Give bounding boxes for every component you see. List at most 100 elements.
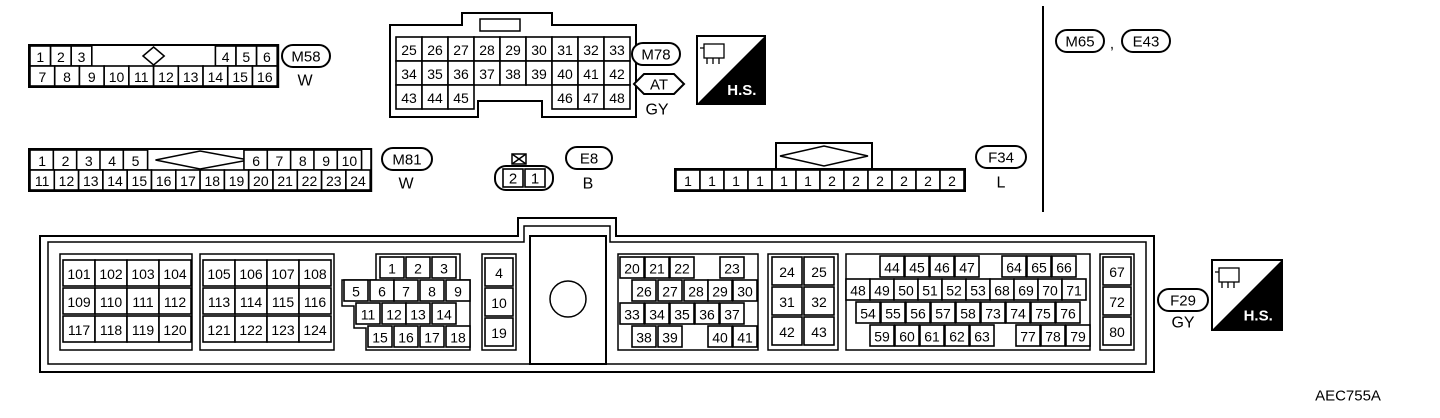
figure-code: AEC755A [1315, 388, 1381, 405]
ecm-pin-80-box [1102, 316, 1132, 346]
ecm-pin-108: 108 [303, 266, 327, 282]
ecm-pin-74: 74 [1010, 306, 1026, 322]
ecm-pin-65: 65 [1031, 260, 1047, 276]
m78-pin-43: 43 [401, 90, 417, 106]
f34-pin-12-box [939, 169, 965, 191]
m58-pin-12: 12 [158, 69, 174, 85]
ecm-pin-43-box [803, 316, 835, 346]
ecm-pin-56: 56 [910, 306, 926, 322]
m58-pin-16-box [251, 65, 278, 87]
m78-pin-42-box [603, 60, 631, 86]
ecm-pin-50: 50 [898, 283, 914, 299]
m58-pin-5: 5 [242, 49, 250, 65]
ecm-pin-105: 105 [207, 266, 231, 282]
ecm-pin-24-box [771, 256, 803, 286]
m78-pin-40: 40 [557, 66, 573, 82]
m81-pin-10: 10 [342, 153, 358, 169]
ecm-pin-118: 118 [100, 322, 123, 338]
ecm-pin-54: 54 [860, 306, 876, 322]
m78-pin-28: 28 [479, 42, 495, 58]
ecm-block-e [617, 253, 759, 351]
ecm-pin-72-box [1102, 286, 1132, 316]
ecm-pin-8-box [419, 279, 445, 302]
ecm-pin-46: 46 [934, 260, 950, 276]
m81-pin-14: 14 [107, 173, 123, 189]
ecm-pin-75: 75 [1035, 306, 1051, 322]
m78-latch [479, 18, 521, 32]
ecm-pin-22-box [669, 256, 695, 279]
ecm-pin-124: 124 [303, 322, 327, 338]
m58-pin-11: 11 [134, 69, 149, 85]
m78-pin-43-box [395, 84, 423, 110]
e8-pin-2-box [502, 168, 524, 188]
ecm-pin-19-box [484, 317, 514, 347]
ecm-pin-72: 72 [1109, 294, 1125, 310]
ecm-pin-109: 109 [67, 294, 91, 310]
ecm-pin-31: 31 [779, 294, 795, 310]
m78-pin-26: 26 [427, 42, 443, 58]
m78-pin-44: 44 [427, 90, 443, 106]
ecm-pin-67: 67 [1109, 264, 1125, 280]
ecm-pin-10-box [484, 287, 514, 317]
ecm-pin-37-box [719, 302, 745, 325]
m58-pin-14: 14 [208, 69, 224, 85]
f29-tag-outline [1157, 288, 1209, 312]
ecm-pin-26: 26 [636, 284, 652, 300]
ecm-pin-106: 106 [239, 266, 263, 282]
m81-pin-7: 7 [276, 153, 284, 169]
ecm-pin-39: 39 [662, 330, 678, 346]
m81-pin-1: 1 [38, 153, 46, 169]
ecm-pin-53: 53 [970, 283, 986, 299]
ecm-pin-112-box [158, 287, 192, 315]
ecm-pin-49: 49 [874, 283, 890, 299]
ecm-pin-33-box [619, 302, 645, 325]
m81-tag: M81 [392, 152, 421, 169]
ecm-block-d [481, 253, 517, 351]
ecm-pin-76-box [1055, 301, 1081, 324]
ecm-pin-36-box [694, 302, 720, 325]
e8-pin-1-box [524, 168, 546, 188]
ecm-pin-71-box [1061, 278, 1087, 301]
ecm-pin-115: 115 [272, 294, 295, 310]
ecm-pin-9: 9 [454, 284, 462, 300]
ecm-pin-60-box [894, 324, 920, 347]
ecm-pin-62: 62 [949, 329, 965, 345]
ecm-pin-107-box [266, 259, 300, 287]
m81-pin-20: 20 [253, 173, 269, 189]
f34-pin-7: 2 [828, 173, 836, 189]
ecm-pin-104-box [158, 259, 192, 287]
m58-keyway [141, 46, 166, 66]
ecm-pin-47-box [954, 255, 980, 278]
ecm-pin-27: 27 [662, 284, 678, 300]
ecm-pin-59: 59 [874, 329, 890, 345]
ecm-pin-9-box [445, 279, 471, 302]
m78-pin-32: 32 [583, 42, 599, 58]
m78-pin-30: 30 [531, 42, 547, 58]
f34-tag: F34 [988, 150, 1014, 167]
ecm-pin-120: 120 [163, 322, 187, 338]
ecm-pin-115-box [266, 287, 300, 315]
ecm-pin-40-box [707, 325, 733, 348]
ecm-pin-39-box [657, 325, 683, 348]
ecm-pin-110: 110 [100, 294, 123, 310]
ecm-pin-73-box [980, 301, 1006, 324]
ecm-pin-1: 1 [388, 261, 396, 277]
m78-pin-33: 33 [609, 42, 625, 58]
ecm-pin-64: 64 [1006, 260, 1022, 276]
ecm-pin-31-box [771, 286, 803, 316]
m58-pin-7: 7 [38, 69, 46, 85]
ecm-pin-61-box [919, 324, 945, 347]
ecm-pin-123-box [266, 315, 300, 343]
ecm-pin-117-box [62, 315, 96, 343]
m81-pin-6: 6 [252, 153, 260, 169]
ecm-pin-12: 12 [386, 307, 402, 323]
m78-pin-39-box [525, 60, 553, 86]
f29-color: GY [1171, 315, 1194, 332]
f34-pin-11: 2 [924, 173, 932, 189]
ecm-pin-52: 52 [946, 283, 962, 299]
ecm-pin-74-box [1005, 301, 1031, 324]
m78-pin-37: 37 [479, 66, 495, 82]
ecm-pin-80: 80 [1109, 324, 1125, 340]
ecm-pin-38-box [631, 325, 657, 348]
ecm-pin-121: 121 [207, 322, 231, 338]
